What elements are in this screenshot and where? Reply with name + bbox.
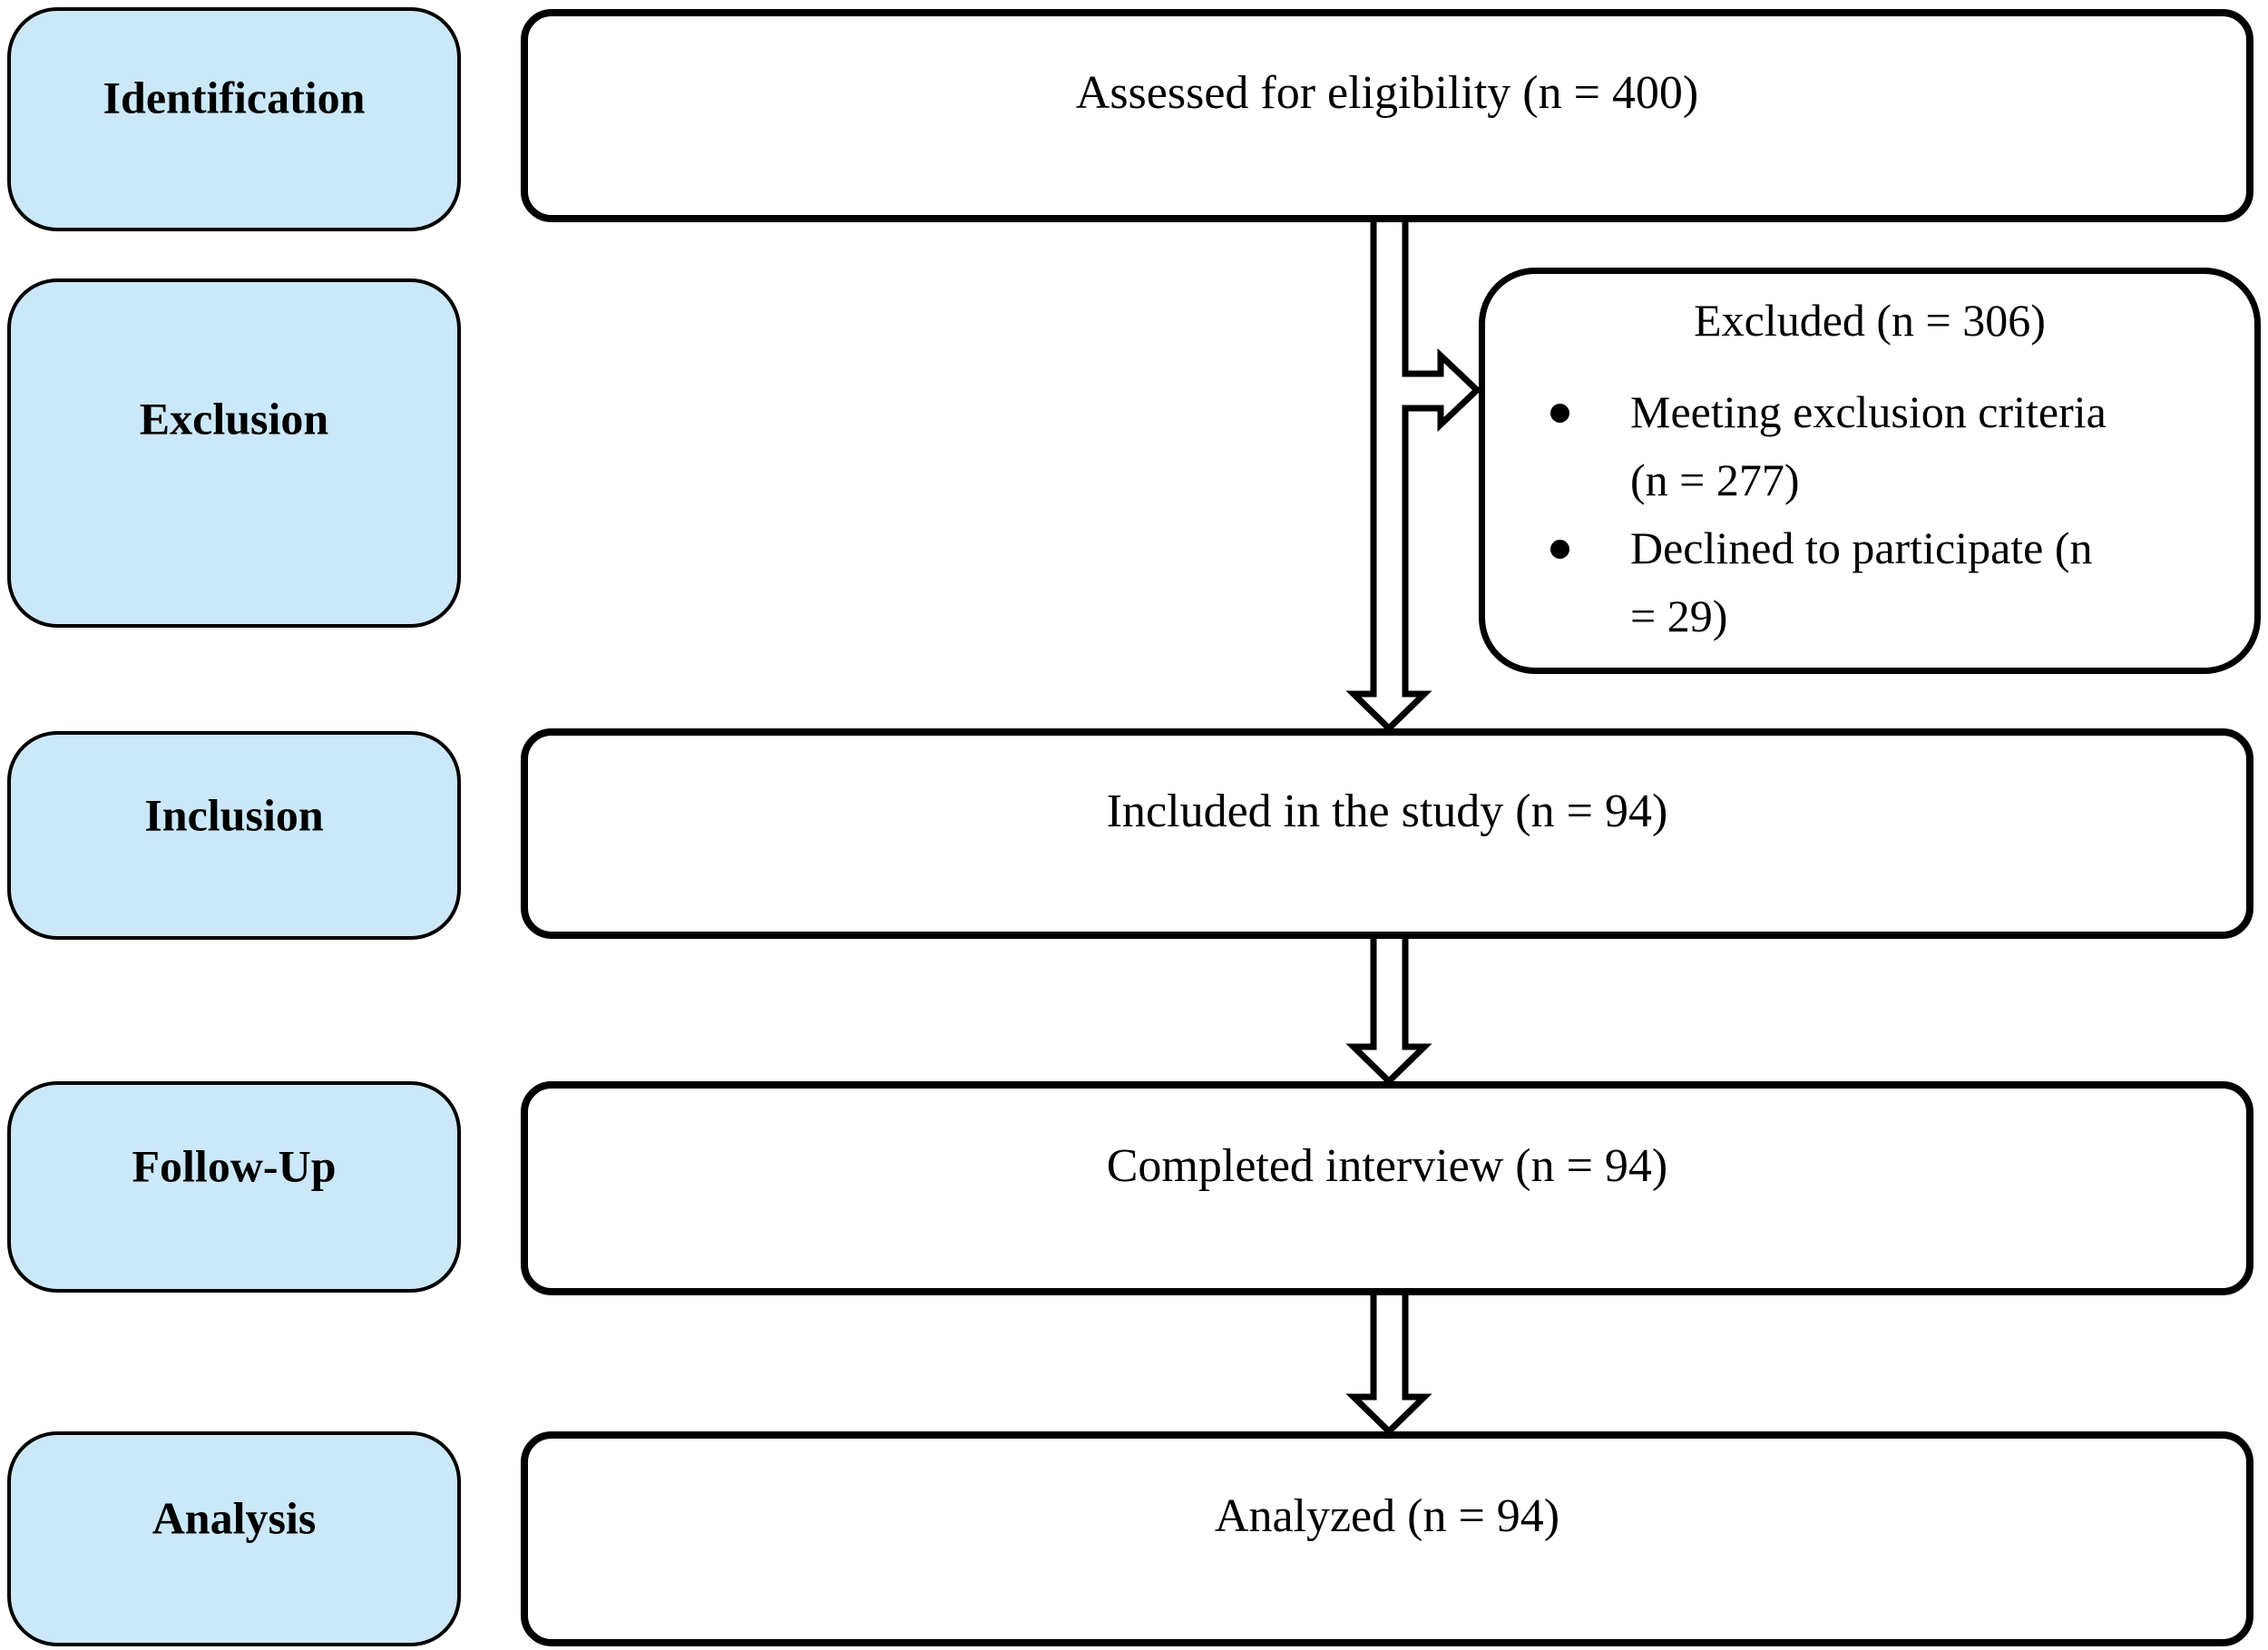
flow-box-text: Included in the study (n = 94) bbox=[1106, 786, 1668, 838]
bullet-dot bbox=[1550, 404, 1569, 423]
box-completed-interview: Completed interview (n = 94) bbox=[521, 1081, 2253, 1295]
bullet-line: (n = 277) bbox=[1630, 454, 1800, 505]
excluded-title: Excluded (n = 306) bbox=[1694, 295, 2046, 346]
flow-box-text: Assessed for eligibility (n = 400) bbox=[1075, 67, 1699, 120]
stage-label: Analysis bbox=[152, 1492, 317, 1544]
stage-label: Inclusion bbox=[144, 789, 324, 841]
excluded-bullet-meeting-criteria: Meeting exclusion criteria (n = 277) bbox=[1485, 378, 2254, 514]
arrow-completed-to-analyzed bbox=[1345, 1287, 1432, 1436]
bullet-line: Meeting exclusion criteria bbox=[1630, 386, 2107, 437]
stage-follow-up: Follow-Up bbox=[7, 1081, 461, 1293]
bullet-line: = 29) bbox=[1630, 591, 1728, 641]
box-included-in-study: Included in the study (n = 94) bbox=[521, 728, 2253, 939]
stage-label: Follow-Up bbox=[132, 1140, 337, 1192]
stage-inclusion: Inclusion bbox=[7, 731, 461, 940]
excluded-bullet-list: Meeting exclusion criteria (n = 277) Dec… bbox=[1485, 378, 2254, 650]
stage-label: Identification bbox=[103, 72, 366, 123]
stage-label: Exclusion bbox=[139, 393, 329, 444]
bullet-dot bbox=[1550, 540, 1569, 559]
bullet-line: Declined to participate (n bbox=[1630, 522, 2093, 573]
stage-identification: Identification bbox=[7, 7, 461, 231]
arrow-included-to-completed bbox=[1345, 931, 1432, 1086]
box-analyzed: Analyzed (n = 94) bbox=[521, 1431, 2253, 1646]
box-excluded: Excluded (n = 306) Meeting exclusion cri… bbox=[1479, 268, 2261, 674]
stage-exclusion: Exclusion bbox=[7, 278, 461, 628]
stage-analysis: Analysis bbox=[7, 1431, 461, 1646]
arrow-assessed-to-included-with-exclusion-branch bbox=[1345, 212, 1482, 733]
box-assessed-for-eligibility: Assessed for eligibility (n = 400) bbox=[521, 9, 2253, 222]
flow-box-text: Analyzed (n = 94) bbox=[1214, 1490, 1560, 1543]
excluded-bullet-declined: Declined to participate (n = 29) bbox=[1485, 514, 2254, 650]
flow-box-text: Completed interview (n = 94) bbox=[1106, 1139, 1668, 1192]
